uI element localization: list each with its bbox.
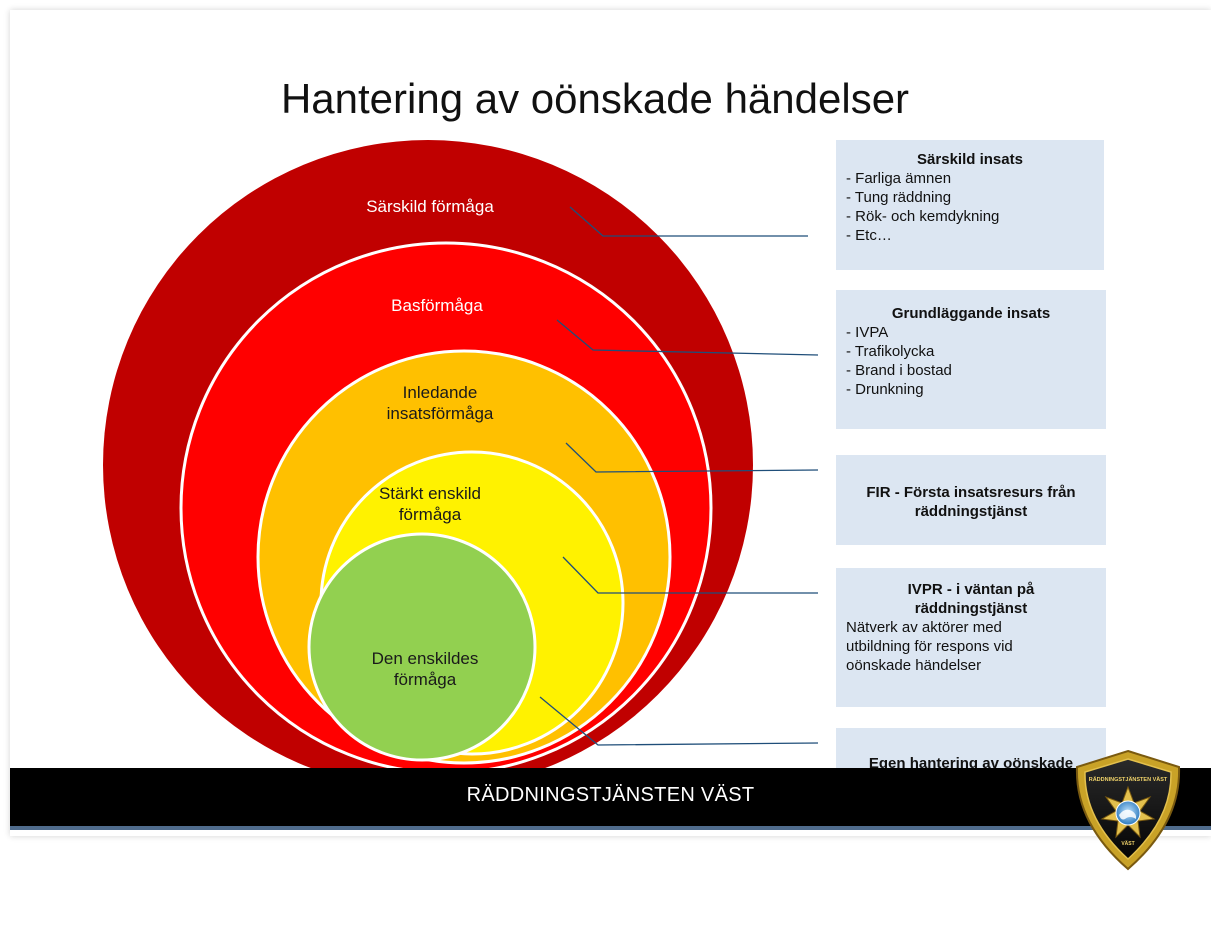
page-title: Hantering av oönskade händelser (280, 75, 910, 122)
box-item: - IVPA (846, 324, 889, 341)
connector-line (562, 556, 818, 594)
info-box-fir: FIR - Första insatsresurs från räddnings… (836, 455, 1106, 545)
box-heading: Särskild insats (917, 151, 1023, 168)
ring-label-special: Särskild förmåga (366, 197, 494, 216)
ring-label-individual: Den enskildes förmåga (371, 649, 479, 689)
ring-individual (307, 532, 537, 762)
badge-text: RÄDDNINGSTJÄNSTEN VÄST (1089, 776, 1168, 783)
box-item: - Tung räddning (846, 189, 952, 206)
svg-text:VÄST: VÄST (1121, 840, 1134, 847)
box-heading: FIR - Första insatsresurs från räddnings… (866, 484, 1076, 520)
fire-department-badge-icon: RÄDDNINGSTJÄNSTEN VÄST VÄST (1075, 749, 1181, 871)
box-item: - Farliga ämnen (846, 170, 952, 187)
box-item: - Brand i bostad (846, 362, 952, 379)
info-box-basic: Grundläggande insats - IVPA - Trafikolyc… (836, 290, 1106, 429)
box-item: - Etc… (846, 227, 892, 244)
footer-bar: RÄDDNINGSTJÄNSTEN VÄST (10, 768, 1211, 830)
box-item: Nätverk av aktörer med utbildning för re… (846, 619, 1013, 674)
connector-line (556, 319, 819, 356)
connector-line (539, 696, 819, 746)
info-box-special: Särskild insats - Farliga ämnen - Tung r… (836, 140, 1104, 270)
box-item: - Drunkning (846, 381, 924, 398)
box-heading: Grundläggande insats (891, 305, 1051, 322)
footer-text: RÄDDNINGSTJÄNSTEN VÄST (466, 784, 755, 806)
ring-label-reinforced: Stärkt enskild förmåga (378, 484, 482, 524)
connector-line (565, 442, 819, 473)
connector-line (569, 206, 808, 237)
box-item: - Rök- och kemdykning (846, 208, 1000, 225)
box-item: - Trafikolycka (846, 343, 935, 360)
info-box-ivpr: IVPR - i väntan på räddningstjänst Nätve… (836, 568, 1106, 707)
ring-label-basic: Basförmåga (391, 296, 483, 315)
box-heading: IVPR - i väntan på räddningstjänst (907, 581, 1035, 617)
ring-label-initial: Inledande insatsförmåga (386, 383, 494, 423)
